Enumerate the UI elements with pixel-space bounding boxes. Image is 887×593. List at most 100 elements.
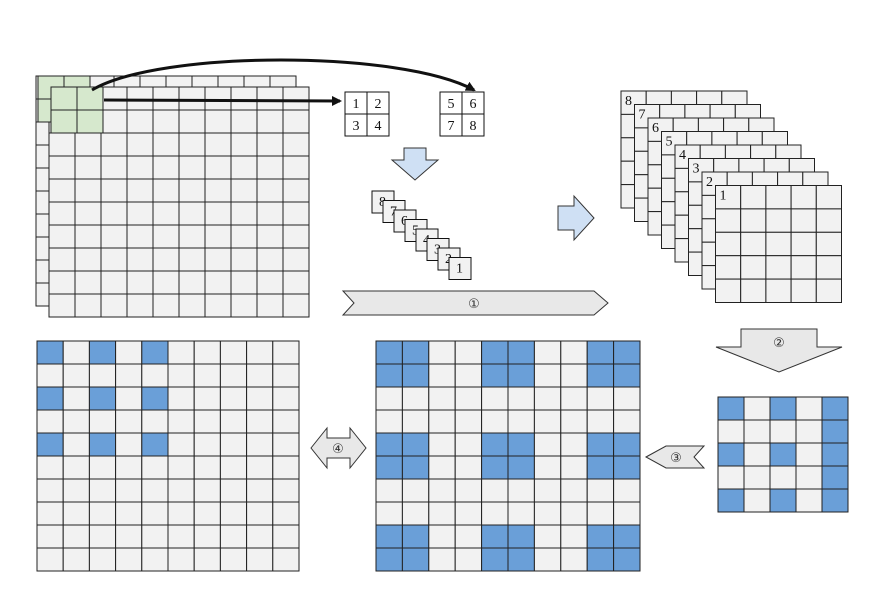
grid-cell — [454, 501, 483, 526]
grid-cell — [740, 208, 767, 233]
grid-cell — [88, 386, 117, 411]
grid-cell — [76, 109, 104, 134]
grid-cell — [586, 455, 615, 480]
step-1-label: ① — [468, 297, 480, 312]
grid-cell — [715, 255, 742, 280]
grid-cell — [401, 455, 430, 480]
grid-cell — [375, 432, 403, 457]
grid-cell — [246, 386, 274, 411]
grid-cell — [141, 455, 169, 480]
grid-cell — [769, 465, 797, 490]
kernel-cell — [461, 113, 485, 137]
grid-cell — [428, 547, 456, 572]
grid-cell — [204, 109, 232, 134]
grid-cell — [219, 547, 248, 572]
grid-cell — [481, 524, 509, 549]
grid-cell — [230, 155, 258, 180]
grid-cell — [193, 524, 221, 549]
step-2-arrow: ② — [715, 328, 843, 373]
grid-cell — [717, 442, 745, 467]
curved-arrow-to-kernel-b — [91, 58, 476, 92]
kernel-cell-label: 6 — [470, 97, 477, 112]
grid-cell — [375, 501, 403, 526]
grid-cell — [790, 278, 817, 304]
grid-cell — [193, 501, 221, 526]
grid-cell — [230, 247, 258, 272]
grid-cell — [481, 340, 509, 365]
grid-cell — [454, 363, 483, 388]
grid-cell — [282, 224, 310, 249]
grid-cell — [115, 524, 143, 549]
grid-cell — [533, 363, 562, 388]
grid-cell — [454, 432, 483, 457]
grid-cell — [401, 524, 430, 549]
grid-cell — [230, 224, 258, 249]
step-4-double-arrow: ④ — [310, 426, 367, 470]
grid-cell — [74, 178, 102, 203]
stacked-map-label: 8 — [625, 94, 632, 109]
grid-cell — [36, 363, 64, 388]
grid-cell — [36, 455, 64, 480]
grid-cell — [167, 432, 195, 457]
grid-cell — [178, 247, 206, 272]
grid-cell — [586, 432, 615, 457]
stacked-map-layer — [715, 185, 842, 304]
grid-cell — [821, 442, 849, 467]
grid-cell — [152, 178, 180, 203]
grid-cell — [815, 278, 842, 304]
grid-cell — [717, 419, 745, 444]
grid-cell — [533, 547, 562, 572]
grid-cell — [178, 109, 206, 134]
grid-cell — [586, 409, 615, 434]
grid-cell — [36, 478, 64, 503]
grid-cell — [375, 340, 403, 365]
grid-cell — [115, 501, 143, 526]
grid-cell — [48, 270, 76, 295]
grid-cell — [74, 293, 102, 318]
grid-cell — [586, 478, 615, 503]
grid-cell — [586, 386, 615, 411]
grid-cell — [613, 363, 641, 388]
grid-cell — [481, 363, 509, 388]
small-kernel-label: 1 — [456, 262, 463, 277]
grid-cell — [74, 155, 102, 180]
grid-cell — [100, 155, 128, 180]
grid-cell — [790, 231, 817, 257]
grid-cell — [178, 178, 206, 203]
grid-cell — [282, 178, 310, 203]
grid-cell — [740, 231, 767, 257]
grid-cell — [88, 524, 117, 549]
grid-cell — [167, 386, 195, 411]
grid-cell — [282, 109, 310, 134]
grid-cell — [230, 293, 258, 318]
grid-cell — [481, 478, 509, 503]
grid-cell — [821, 419, 849, 444]
grid-cell — [795, 396, 823, 421]
grid-cell — [193, 547, 221, 572]
step-3-label: ③ — [670, 451, 682, 466]
grid-cell — [821, 465, 849, 490]
grid-cell — [533, 455, 562, 480]
grid-cell — [715, 208, 742, 233]
grid-cell — [428, 409, 456, 434]
grid-cell — [765, 278, 792, 304]
grid-cell — [717, 396, 745, 421]
grid-cell — [152, 155, 180, 180]
grid-cell — [533, 478, 562, 503]
merged-output-grid — [375, 340, 641, 572]
grid-cell — [100, 178, 128, 203]
grid-cell — [401, 478, 430, 503]
grid-cell — [282, 270, 310, 295]
grid-cell — [126, 86, 154, 111]
grid-cell — [141, 547, 169, 572]
grid-cell — [790, 255, 817, 280]
grid-cell — [507, 455, 535, 480]
grid-cell — [115, 363, 143, 388]
grid-cell — [141, 478, 169, 503]
grid-cell — [790, 185, 817, 210]
grid-cell — [428, 340, 456, 365]
grid-cell — [219, 386, 248, 411]
grid-cell — [507, 363, 535, 388]
grid-cell — [740, 185, 767, 210]
grid-cell — [62, 501, 90, 526]
